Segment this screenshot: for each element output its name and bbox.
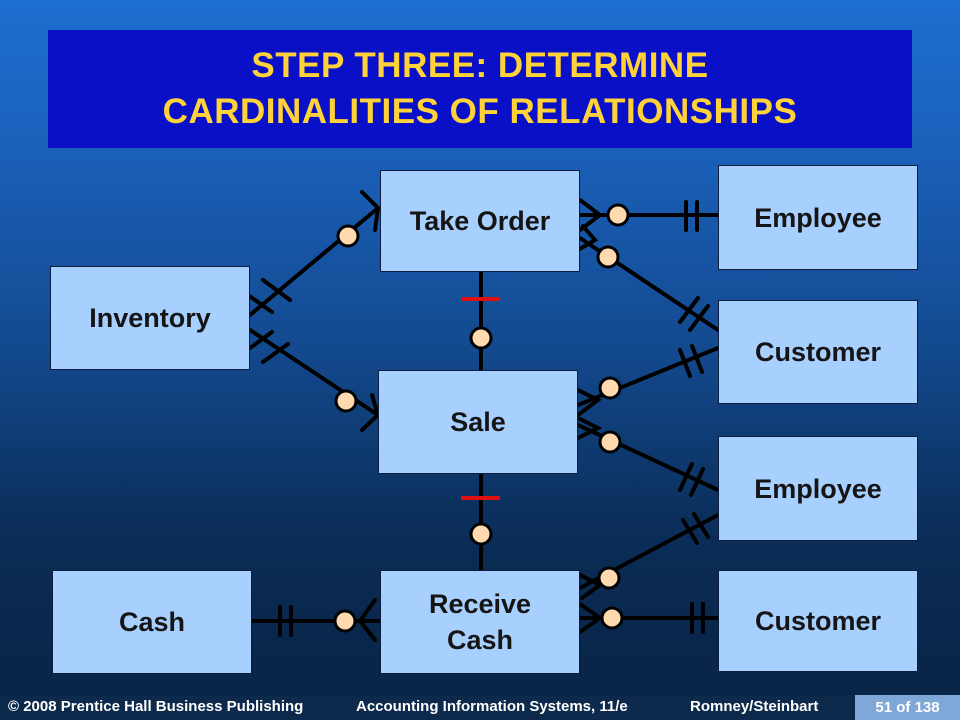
footer-book: Accounting Information Systems, 11/e: [356, 698, 628, 715]
entity-take-order-label: Take Order: [409, 206, 551, 236]
entity-customer-top[interactable]: Customer: [718, 300, 918, 404]
circle-takeorder-sale: [469, 326, 493, 350]
footer-authors: Romney/Steinbart: [690, 698, 819, 715]
tick-employee-bottom-2: [692, 512, 710, 539]
circle-receivecash-customer: [600, 606, 624, 630]
entity-employee-mid[interactable]: Employee: [718, 436, 918, 541]
entity-inventory[interactable]: Inventory: [50, 266, 250, 370]
entity-take-order[interactable]: Take Order: [380, 170, 580, 272]
entity-customer-bottom[interactable]: Customer: [718, 570, 918, 672]
crowfoot-sale-cust: [576, 388, 602, 417]
title-line-2: CARDINALITIES OF RELATIONSHIPS: [162, 92, 798, 131]
tick-employee-mid-1: [678, 462, 694, 492]
title-box: STEP THREE: DETERMINE CARDINALITIES OF R…: [48, 30, 912, 148]
entity-employee-top[interactable]: Employee: [718, 165, 918, 270]
entity-receive-cash-label-2: Cash: [446, 625, 514, 655]
tick-employee-bottom-1: [681, 518, 699, 545]
crowfoot-sale-emp: [576, 416, 603, 440]
circle-sale-employee: [598, 430, 622, 454]
entity-employee-top-label: Employee: [754, 202, 882, 233]
tick-inventory-bottom: [261, 342, 290, 364]
circle-takeorder-employee: [606, 203, 630, 227]
tick-inventory-top-2: [246, 293, 274, 314]
crowfoot-takeorder-emp: [578, 198, 604, 232]
entity-receive-cash-label-1: Receive: [428, 589, 532, 619]
circle-sale-receivecash: [469, 522, 493, 546]
entity-cash-label: Cash: [118, 607, 186, 637]
footer: © 2008 Prentice Hall Business Publishing…: [0, 695, 960, 720]
circle-sale-customer: [598, 376, 622, 400]
tick-customer-mid-1: [678, 348, 692, 378]
crowfoot-receivecash-cust: [578, 602, 604, 634]
tick-inventory-bottom-2: [248, 330, 274, 350]
entity-cash[interactable]: Cash: [52, 570, 252, 674]
crowfoot-takeorder-inv: [360, 190, 381, 232]
circle-takeorder-customer: [596, 245, 620, 269]
tick-customer-top-1: [678, 296, 700, 324]
rel-inventory-takeorder: [248, 206, 380, 317]
circle-receivecash-cash: [333, 609, 357, 633]
circle-inventory-takeorder: [336, 224, 360, 248]
footer-page-number: 51 of 138: [855, 695, 960, 720]
tick-customer-top-2: [688, 304, 710, 332]
entity-employee-mid-label: Employee: [754, 473, 882, 504]
entity-customer-top-label: Customer: [754, 337, 882, 367]
crowfoot-takeorder-cust: [576, 224, 599, 252]
title-line-1: STEP THREE: DETERMINE: [251, 46, 709, 85]
tick-employee-mid-2: [689, 467, 705, 497]
crowfoot-receivecash-cash: [357, 598, 377, 642]
entity-receive-cash[interactable]: Receive Cash: [380, 570, 580, 674]
tick-inventory-top: [261, 278, 292, 302]
circle-receivecash-employee: [597, 566, 621, 590]
entity-customer-bottom-label: Customer: [754, 606, 882, 636]
rel-inventory-sale: [248, 328, 380, 417]
entity-inventory-label: Inventory: [89, 303, 211, 333]
circle-inventory-sale: [334, 389, 358, 413]
entity-sale-label: Sale: [450, 407, 506, 437]
tick-customer-mid-2: [690, 344, 704, 374]
footer-copyright: © 2008 Prentice Hall Business Publishing: [8, 698, 304, 715]
crowfoot-sale-inv: [360, 393, 381, 432]
entity-sale[interactable]: Sale: [378, 370, 578, 474]
